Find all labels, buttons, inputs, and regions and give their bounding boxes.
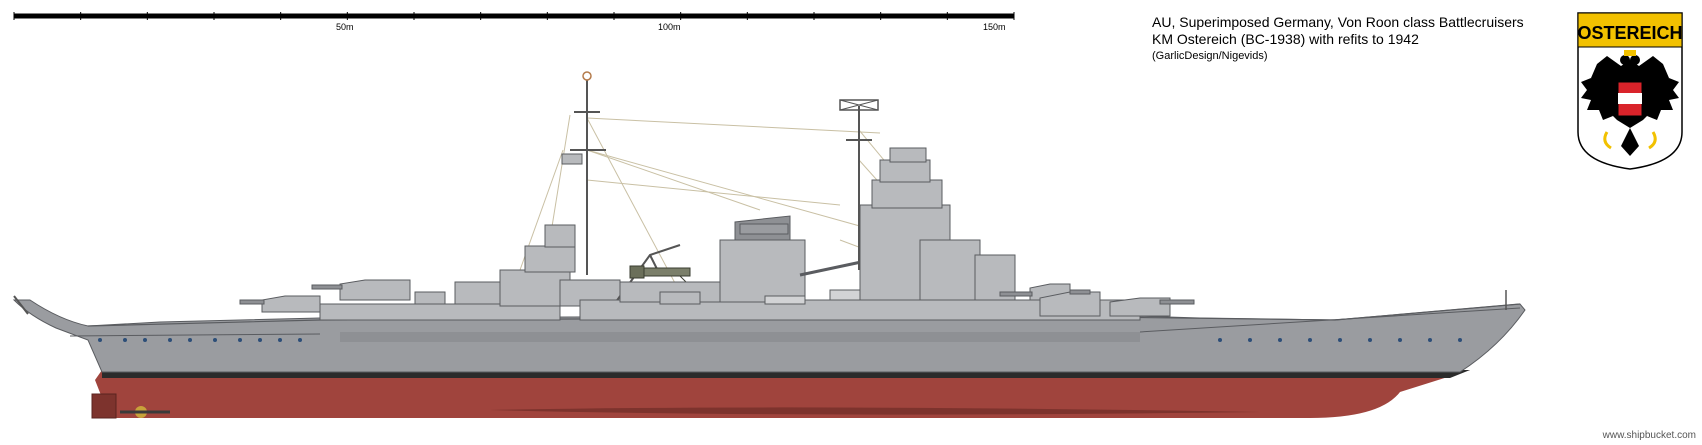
svg-text:OSTEREICH: OSTEREICH (1577, 23, 1682, 43)
scale-label-100m: 100m (658, 22, 681, 32)
porthole-icon (1308, 338, 1312, 342)
shipbucket-watermark: www.shipbucket.com (1602, 430, 1696, 441)
porthole-icon (168, 338, 172, 342)
author-credit: (GarlicDesign/Nigevids) (1152, 50, 1268, 62)
porthole-icon (1218, 338, 1222, 342)
porthole-icon (258, 338, 262, 342)
porthole-icon (1368, 338, 1372, 342)
title-line-1: AU, Superimposed Germany, Von Roon class… (1152, 14, 1524, 30)
eagle-icon (1581, 50, 1679, 156)
porthole-icon (1458, 338, 1462, 342)
porthole-icon (1248, 338, 1252, 342)
porthole-icon (238, 338, 242, 342)
scale-bar (13, 12, 1015, 20)
porthole-icon (188, 338, 192, 342)
scale-label-150m: 150m (983, 22, 1006, 32)
austria-crest-image: OSTEREICH (1577, 12, 1683, 170)
porthole-icon (298, 338, 302, 342)
scale-label-50m: 50m (336, 22, 354, 32)
title-line-2: KM Ostereich (BC-1938) with refits to 19… (1152, 31, 1419, 47)
porthole-icon (1398, 338, 1402, 342)
porthole-icon (278, 338, 282, 342)
porthole-icon (123, 338, 127, 342)
porthole-icon (1278, 338, 1282, 342)
porthole-icon (213, 338, 217, 342)
porthole-icon (143, 338, 147, 342)
porthole-icon (1428, 338, 1432, 342)
porthole-icon (1338, 338, 1342, 342)
porthole-icon (98, 338, 102, 342)
